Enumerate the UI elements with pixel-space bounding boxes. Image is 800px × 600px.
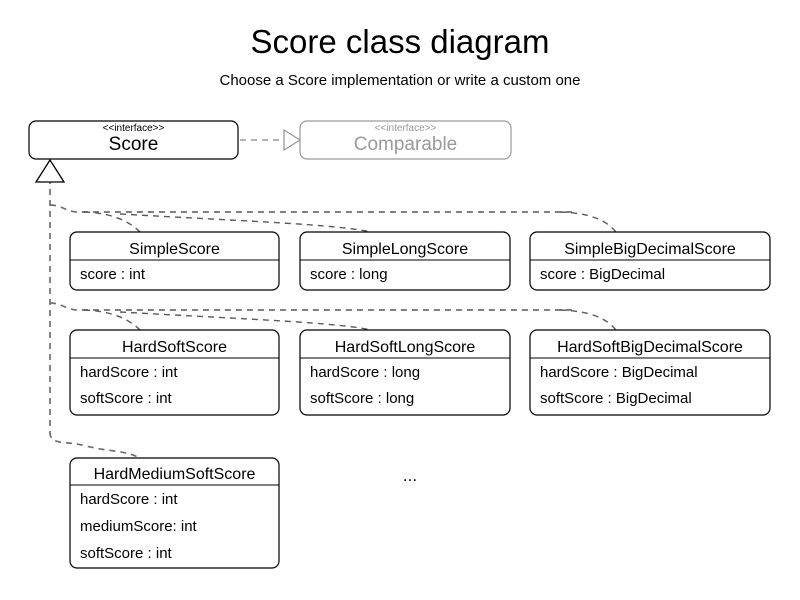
- class-box-hard-medium-soft-score[interactable]: HardMediumSoftScore hardScore : int medi…: [69, 457, 280, 569]
- class-simple-long-score-frame: [299, 231, 511, 291]
- branch-to-hard-medium-soft-score: [49, 431, 141, 459]
- class-hard-soft-big-decimal-score-attr-0: hardScore : BigDecimal: [540, 364, 698, 381]
- branch-to-hard-soft-score: [83, 309, 141, 331]
- interface-score-stereotype: <<interface>>: [103, 123, 165, 134]
- class-hard-soft-big-decimal-score-attr-1: softScore : BigDecimal: [540, 390, 692, 407]
- class-hard-medium-soft-score-name: HardMediumSoftScore: [94, 466, 256, 483]
- class-hard-medium-soft-score-attr-1: mediumScore: int: [80, 518, 198, 535]
- branch-to-hard-soft-big-decimal-score: [559, 309, 617, 331]
- class-hard-soft-score-frame: [69, 329, 280, 416]
- class-box-hard-soft-score[interactable]: HardSoftScore hardScore : int softScore …: [69, 329, 280, 416]
- class-simple-big-decimal-score-name: SimpleBigDecimalScore: [564, 241, 736, 258]
- inheritance-triangle-icon: [34, 158, 66, 183]
- class-hard-medium-soft-score-attr-2: softScore : int: [80, 545, 173, 562]
- branch-to-hard-soft-long-score: [119, 311, 373, 331]
- class-hard-soft-big-decimal-score-name: HardSoftBigDecimalScore: [557, 339, 743, 356]
- more-classes-ellipsis: ...: [403, 466, 417, 485]
- class-hard-soft-big-decimal-score-frame: [529, 329, 771, 416]
- interface-comparable-frame: [299, 120, 512, 160]
- class-simple-long-score-name: SimpleLongScore: [342, 241, 468, 258]
- interface-box-score[interactable]: <<interface>> Score: [28, 120, 239, 160]
- branch-to-simple-long-score: [119, 213, 373, 233]
- class-hard-soft-score-name: HardSoftScore: [122, 339, 227, 356]
- page-subtitle: Choose a Score implementation or write a…: [219, 72, 580, 89]
- class-box-simple-big-decimal-score[interactable]: SimpleBigDecimalScore score : BigDecimal: [529, 231, 771, 291]
- class-hard-soft-score-attr-1: softScore : int: [80, 390, 173, 407]
- branch-to-simple-score: [83, 211, 141, 233]
- realization-connector: [240, 128, 302, 152]
- class-simple-big-decimal-score-attr-0: score : BigDecimal: [540, 266, 665, 283]
- class-box-hard-soft-long-score[interactable]: HardSoftLongScore hardScore : long softS…: [299, 329, 511, 416]
- branch-row2-horizontal: [49, 302, 575, 311]
- interface-comparable-stereotype: <<interface>>: [375, 123, 437, 134]
- class-simple-score-name: SimpleScore: [129, 241, 220, 258]
- branch-to-simple-big-decimal-score: [559, 211, 617, 233]
- class-simple-score-frame: [69, 231, 280, 291]
- class-hard-soft-long-score-attr-1: softScore : long: [310, 390, 414, 407]
- interface-score-name: Score: [109, 134, 159, 155]
- class-simple-long-score-attr-0: score : long: [310, 266, 388, 283]
- class-box-simple-long-score[interactable]: SimpleLongScore score : long: [299, 231, 511, 291]
- class-hard-medium-soft-score-attr-0: hardScore : int: [80, 491, 178, 508]
- class-box-simple-score[interactable]: SimpleScore score : int: [69, 231, 280, 291]
- interface-score-frame: [28, 120, 239, 160]
- page-title: Score class diagram: [251, 23, 550, 60]
- class-hard-soft-score-attr-0: hardScore : int: [80, 364, 178, 381]
- class-simple-score-attr-0: score : int: [80, 266, 146, 283]
- generalization-connectors: [34, 158, 617, 459]
- branch-row1-horizontal: [49, 204, 575, 213]
- realization-arrowhead-icon: [283, 128, 302, 152]
- class-hard-soft-long-score-attr-0: hardScore : long: [310, 364, 420, 381]
- interface-box-comparable[interactable]: <<interface>> Comparable: [299, 120, 512, 160]
- class-hard-soft-long-score-frame: [299, 329, 511, 416]
- class-hard-soft-long-score-name: HardSoftLongScore: [335, 339, 476, 356]
- class-simple-big-decimal-score-frame: [529, 231, 771, 291]
- class-box-hard-soft-big-decimal-score[interactable]: HardSoftBigDecimalScore hardScore : BigD…: [529, 329, 771, 416]
- interface-comparable-name: Comparable: [354, 134, 458, 155]
